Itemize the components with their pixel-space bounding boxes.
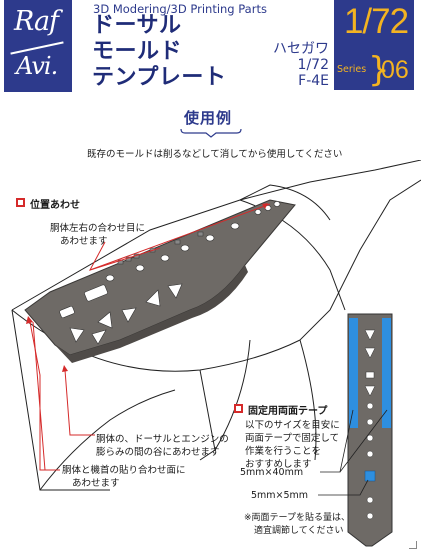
logo-text-bottom: Avi. (16, 52, 58, 80)
product-title-line-1: ドーサル (92, 13, 182, 38)
scale-text: 1/72 (343, 2, 409, 41)
usage-intro: 既存のモールドは削るなどして消してから使用してください (87, 149, 343, 160)
leader-arrows (26, 203, 268, 372)
tape-size-square: 5mm×5mm (251, 490, 309, 501)
fuselage-outline (11, 160, 421, 491)
tape-description: 以下のサイズを目安に 両面テープで固定して 作業を行うことを おすすめします (245, 420, 340, 470)
tape-marker-icon (234, 404, 243, 413)
kit-name: F-4E (298, 73, 329, 89)
leader-lines (29, 203, 271, 471)
tape-template-part (347, 313, 393, 547)
logo-text-top: Raf (14, 6, 59, 37)
series-label: Series (337, 64, 367, 75)
product-title-line-3: テンプレート (92, 65, 227, 90)
series-number: 06 (381, 56, 409, 84)
tape-caution: ※両面テープを貼る量は、 適宜調節してください (244, 513, 351, 536)
scale-badge (334, 0, 414, 90)
kit-scale: 1/72 (297, 57, 329, 73)
product-title-line-2: モールド (92, 39, 183, 64)
tape-size-long: 5mm×40mm (240, 467, 304, 478)
alignment-marker-icon (16, 198, 25, 207)
tape-heading: 固定用両面テープ (248, 406, 328, 417)
fuselage-illustration (11, 160, 421, 547)
series-brace-icon: } (368, 50, 390, 90)
alignment-heading: 位置あわせ (30, 200, 80, 211)
usage-title-underline (180, 128, 242, 138)
kit-info: ハセガワ 1/72 F-4E (273, 41, 329, 89)
alignment-note-valley: 胴体の、ドーサルとエンジンの 膨らみの間の谷にあわせます (96, 434, 229, 458)
kit-maker: ハセガワ (273, 41, 329, 57)
dorsal-template-part (24, 199, 296, 363)
alignment-note-nose: 胴体と機首の貼り合わせ面に あわせます (62, 465, 186, 489)
product-subtitle: 3D Modering/3D Printing Parts (93, 2, 267, 16)
tape-leader-lines (318, 409, 388, 496)
page-corner-mark (409, 541, 417, 549)
usage-title: 使用例 (184, 109, 233, 127)
alignment-note-seam: 胴体左右の合わせ目に あわせます (50, 223, 146, 247)
